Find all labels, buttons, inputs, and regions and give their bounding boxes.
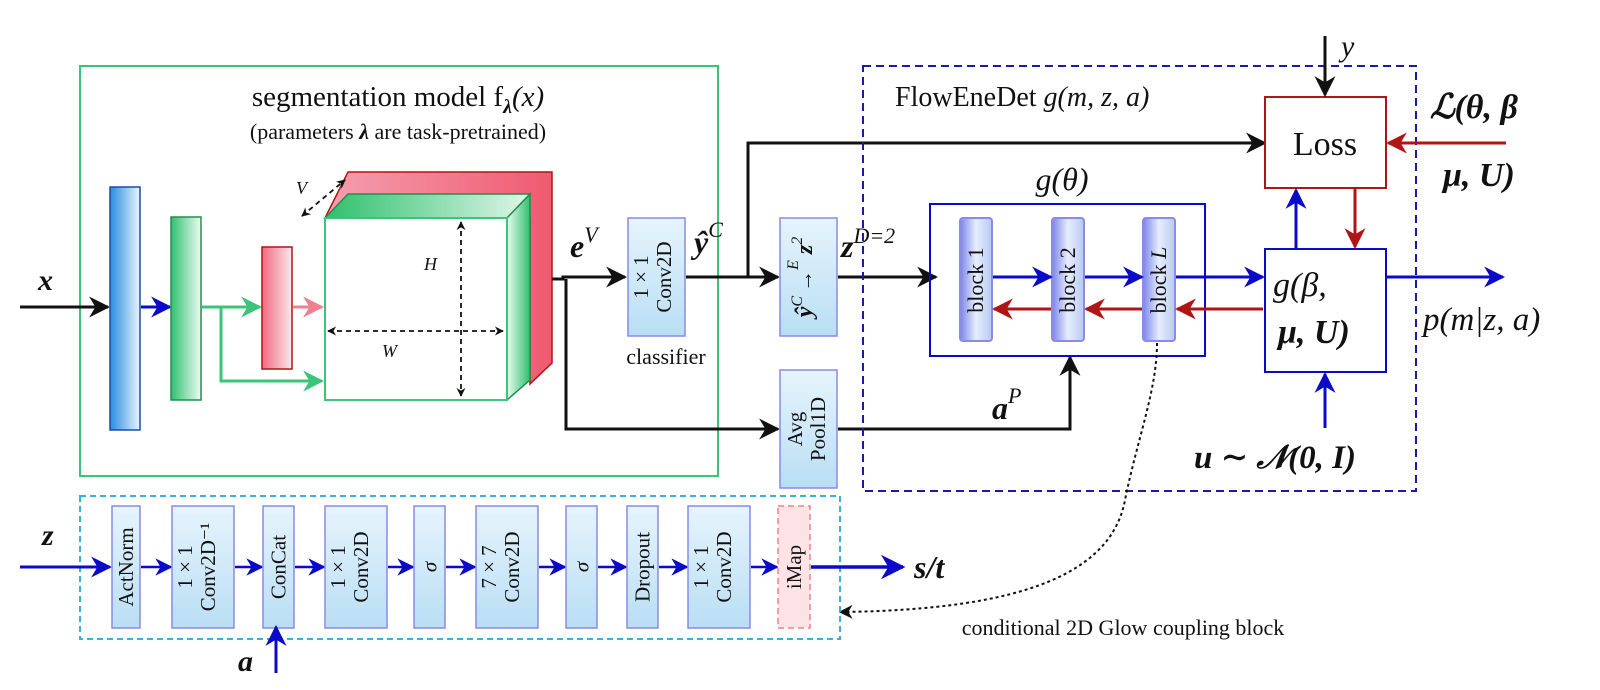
projection-label: ŷC →E z2 (785, 237, 818, 320)
cube-front (324, 217, 508, 401)
coupling-block-5-line1: σ (418, 560, 442, 572)
eV-label: eV (570, 222, 600, 264)
coupling-caption: conditional 2D Glow coupling block (962, 615, 1285, 640)
projection-block (779, 217, 838, 337)
u-dist-label: u ∼ 𝒩(0, I) (1194, 440, 1356, 476)
g-beta-line2: μ, U) (1276, 314, 1350, 351)
coupling-block-6-line2: Conv2D (500, 531, 524, 602)
loss-fn-line1: ℒ(θ, β (1430, 89, 1518, 126)
coupling-block-1 (111, 505, 141, 629)
dotted-link-blockL-to-coupling (838, 342, 1158, 619)
coupling-block-1-line1: ActNorm (114, 527, 138, 606)
segmentation-model-title: segmentation model fλ(x) (252, 81, 544, 118)
coupling-block-6-line1: 7 × 7 (477, 545, 501, 588)
avg-pool-block (779, 369, 838, 489)
cube-side-green (506, 192, 531, 402)
st-output-label: s/t (913, 549, 945, 585)
flowenedet-title: FlowEneDet g(m, z, a) (895, 82, 1149, 113)
coupling-block-10 (777, 505, 811, 629)
coupling-block-3 (262, 505, 295, 629)
cube-V-dimension (301, 179, 346, 217)
segmentation-model-subtitle: (parameters λ are task-pretrained) (250, 119, 546, 144)
flow-block-L-label: block L (1146, 247, 1171, 314)
aP-label: aP (992, 383, 1021, 426)
avg-pool-line1: Avg (783, 411, 807, 446)
segmentation-model-box (79, 65, 719, 477)
encoder-block-pink (261, 246, 293, 370)
coupling-block-4-line1: 1 × 1 (326, 545, 350, 588)
g-theta-box (929, 203, 1206, 357)
cube-W-label: W (382, 341, 399, 361)
flow-block-2-label: block 2 (1055, 247, 1080, 312)
coupling-block-5 (413, 505, 446, 629)
coupling-block-6 (475, 505, 539, 629)
coupling-block-4-line2: Conv2D (349, 531, 373, 602)
coupling-z-label: z (41, 519, 54, 552)
coupling-block-8-line1: Dropout (631, 532, 655, 602)
coupling-block-9 (687, 505, 751, 629)
coupling-block-9-line2: Conv2D (712, 531, 736, 602)
coupling-block-7 (565, 505, 598, 629)
arrow-pool-to-gtheta (838, 354, 1081, 431)
coupling-block-10-line1: iMap (782, 545, 806, 589)
loss-label: Loss (1293, 126, 1357, 163)
classifier-conv-line1: 1 × 1 (629, 255, 653, 298)
arrow-yC-to-loss (746, 132, 1268, 277)
coupling-block-2-line2: Conv2D⁻¹ (196, 523, 220, 612)
arrow-eV-to-conv (552, 266, 628, 288)
coupling-block-2 (171, 505, 235, 629)
flow-block-1-label: block 1 (963, 247, 988, 312)
arrow-green-skip (219, 307, 325, 392)
flowenedet-box (862, 65, 1417, 492)
output-p-label: p(m|z, a) (1421, 302, 1540, 338)
coupling-block-4 (324, 505, 388, 629)
g-beta-line1: g(β, (1273, 267, 1327, 304)
classifier-conv-line2: Conv2D (652, 241, 676, 312)
coupling-block-3-line1: ConCat (267, 535, 291, 599)
zD-label: zD=2 (840, 223, 895, 264)
coupling-block-2-line1: 1 × 1 (173, 545, 197, 588)
classifier-label: classifier (626, 344, 706, 369)
arrow-eV-to-pool (564, 279, 781, 440)
input-x-label: x (37, 264, 53, 297)
loss-fn-line2: μ, U) (1441, 157, 1515, 194)
g-theta-label: g(θ) (1035, 161, 1088, 197)
yC-label: ŷC (690, 217, 723, 260)
coupling-block-8 (626, 505, 659, 629)
avg-pool-line2: Pool1D (806, 397, 830, 461)
classifier-conv-block (627, 217, 686, 337)
encoder-block-blue (109, 186, 141, 431)
coupling-block-9-line1: 1 × 1 (689, 545, 713, 588)
coupling-a-label: a (238, 645, 253, 678)
g-beta-box (1264, 248, 1387, 373)
encoder-block-green (170, 216, 202, 401)
cube-V-label: V (296, 178, 309, 198)
flow-block-1 (959, 217, 993, 342)
cube-top-green (323, 193, 532, 219)
y-label: y (1338, 30, 1355, 63)
coupling-block-7-line1: σ (570, 560, 594, 572)
loss-box (1264, 96, 1387, 189)
cube-H-label: H (423, 254, 438, 274)
